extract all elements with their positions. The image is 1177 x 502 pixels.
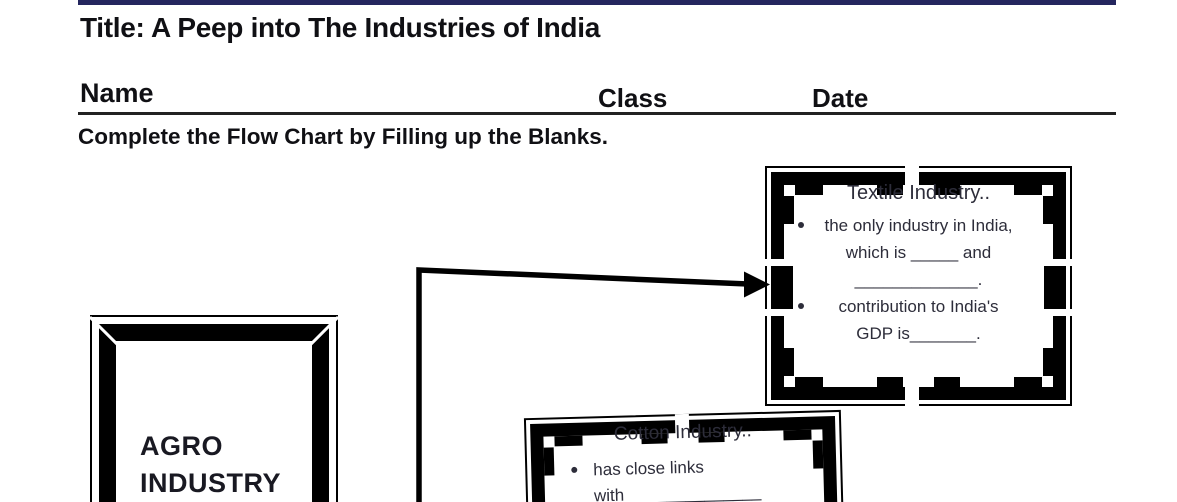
agro-box-label: AGRO INDUSTRY [140,428,281,502]
textile-bullet-1: the only industry in India, which is ___… [789,212,1048,293]
textile-b2-blank-line: GDP is_______. [856,324,981,343]
textile-bullet-2: contribution to India's GDP is_______. [789,293,1048,347]
class-field-label: Class [598,83,668,113]
textile-b2-line1: contribution to India's [838,297,999,316]
bullet-dot [798,222,804,228]
agro-frame-band [99,324,329,502]
date-field-label: Date [812,83,869,113]
page-title: Title: A Peep into The Industries of Ind… [80,12,600,43]
textile-b1-line2: which is _____ and [845,243,992,262]
cotton-industry-box: Cotton Industry.. has close links with _… [523,409,848,502]
agro-line-2: INDUSTRY [140,468,282,498]
bullet-dot [798,303,804,309]
agro-line-1: AGRO [140,431,223,461]
textile-b1-blank-line: _____________. [854,270,983,289]
fields-underline [78,112,1116,115]
cotton-box-content: Cotton Industry.. has close links with _… [548,417,819,502]
textile-box-title: Textile Industry.. [846,182,991,204]
bullet-dot [571,466,578,473]
instruction-text: Complete the Flow Chart by Filling up th… [78,124,609,149]
textile-industry-box: Textile Industry.. the only industry in … [765,166,1072,406]
accent-top-bar [78,0,1116,5]
cotton-bullet-1: has close links with ______________ [549,452,819,502]
textile-b1-line1: the only industry in India, [824,216,1013,235]
name-field-label: Name [80,78,154,108]
agro-frame-outer [90,315,338,502]
textile-box-content: Textile Industry.. the only industry in … [789,180,1048,347]
agro-industry-box: AGRO INDUSTRY [88,315,340,502]
